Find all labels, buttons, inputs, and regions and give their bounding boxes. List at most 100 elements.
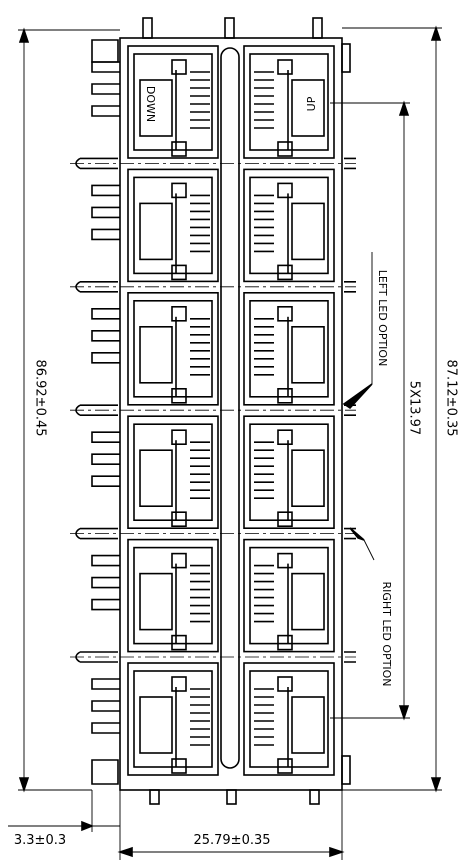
left-led-window-bottom (171, 387, 187, 404)
right-latch-1 (344, 157, 356, 170)
left-port-opening (139, 79, 173, 137)
left-port-outline (127, 168, 219, 283)
bottom-peg-2 (309, 789, 320, 805)
left-led-window-bottom (171, 511, 187, 528)
right-led-option-callout: RIGHT LED OPTION (380, 581, 393, 686)
left-port-outline (127, 538, 219, 653)
right-port-outline (243, 538, 335, 653)
left-port-inner (133, 670, 213, 768)
left-latch-4 (75, 527, 118, 540)
right-port-opening (291, 202, 325, 261)
left-port-outline (127, 662, 219, 776)
right-flange-bottom (341, 755, 351, 785)
left-led-window-top (171, 676, 187, 692)
bottom-peg-0 (149, 789, 160, 805)
center-divider-slot (220, 47, 240, 769)
arrow-left-bottom (18, 777, 30, 793)
left-pin-3-2 (91, 475, 120, 487)
arrow-right-bottom (430, 777, 442, 793)
arrow-body-left (117, 846, 133, 858)
left-led-window-top (171, 182, 187, 199)
right-led-window-bottom (277, 758, 293, 774)
left-led-option-callout: LEFT LED OPTION (376, 270, 389, 367)
left-latch-2 (75, 281, 118, 293)
port-label-down: DOWN (144, 86, 157, 122)
right-led-window-bottom (277, 387, 293, 404)
right-port-outline (243, 45, 335, 159)
dim-body-width: 25.79±0.35 (193, 833, 270, 848)
right-port-opening (291, 572, 325, 631)
left-pin-5-0 (91, 678, 120, 690)
top-peg-2 (312, 17, 323, 39)
left-port-inner (133, 53, 213, 151)
right-port-opening (291, 325, 325, 384)
left-port-inner (133, 546, 213, 645)
dim-overall-height-right: 87.12±0.35 (444, 359, 459, 436)
right-port-outline (243, 415, 335, 530)
left-pin-4-0 (91, 554, 120, 567)
left-pin-2-2 (91, 352, 120, 364)
right-port-opening (291, 696, 325, 754)
left-latch-1 (75, 157, 118, 170)
left-pin-1-2 (91, 228, 120, 241)
right-led-window-top (277, 429, 293, 446)
arrow-left-top (18, 27, 30, 43)
right-port-outline (243, 662, 335, 776)
right-led-window-top (277, 305, 293, 322)
left-port-opening (139, 202, 173, 261)
left-pin-4-2 (91, 598, 120, 611)
left-port-inner (133, 423, 213, 522)
left-pin-5-1 (91, 700, 120, 712)
left-port-outline (127, 415, 219, 530)
left-led-window-bottom (171, 141, 187, 157)
bottom-peg-1 (226, 789, 237, 805)
left-pin-0-2 (91, 105, 120, 117)
arrow-body-right (329, 846, 345, 858)
right-led-window-top (277, 676, 293, 692)
leader-right-led-arrow (349, 527, 365, 541)
right-latch-2 (344, 281, 356, 293)
left-port-opening (139, 449, 173, 508)
left-pin-0-1 (91, 83, 120, 95)
left-pin-1-0 (91, 184, 120, 197)
left-pin-5-2 (91, 722, 120, 734)
right-latch-5 (344, 651, 356, 663)
arrow-pin-offset (81, 820, 95, 832)
port-label-up: UP (305, 96, 318, 111)
right-led-window-top (277, 552, 293, 569)
dim-port-pitch: 5X13.97 (407, 381, 422, 435)
right-port-inner (249, 299, 329, 398)
right-port-opening (291, 79, 325, 137)
arrow-pitch-bottom (398, 705, 410, 721)
connector-geometry (8, 17, 442, 860)
top-peg-0 (142, 17, 153, 39)
left-led-window-top (171, 552, 187, 569)
left-led-window-top (171, 305, 187, 322)
left-port-outline (127, 291, 219, 406)
left-mount-top (91, 39, 119, 63)
right-port-inner (249, 546, 329, 645)
left-led-window-bottom (171, 758, 187, 774)
left-mount-bottom (91, 759, 119, 785)
right-led-window-bottom (277, 511, 293, 528)
right-port-opening (291, 449, 325, 508)
right-port-inner (249, 53, 329, 151)
left-port-inner (133, 299, 213, 398)
right-led-window-top (277, 59, 293, 75)
arrow-pitch-top (398, 100, 410, 116)
arrow-right-top (430, 25, 442, 41)
left-led-window-bottom (171, 634, 187, 651)
left-pin-3-1 (91, 453, 120, 465)
left-pin-0-0 (91, 61, 120, 73)
right-flange-top (341, 43, 351, 73)
right-port-outline (243, 168, 335, 283)
right-port-inner (249, 670, 329, 768)
left-port-inner (133, 176, 213, 275)
left-latch-5 (75, 651, 118, 663)
right-port-inner (249, 423, 329, 522)
left-led-window-bottom (171, 264, 187, 281)
right-led-window-bottom (277, 264, 293, 281)
top-peg-1 (224, 17, 235, 39)
left-pin-3-0 (91, 431, 120, 443)
